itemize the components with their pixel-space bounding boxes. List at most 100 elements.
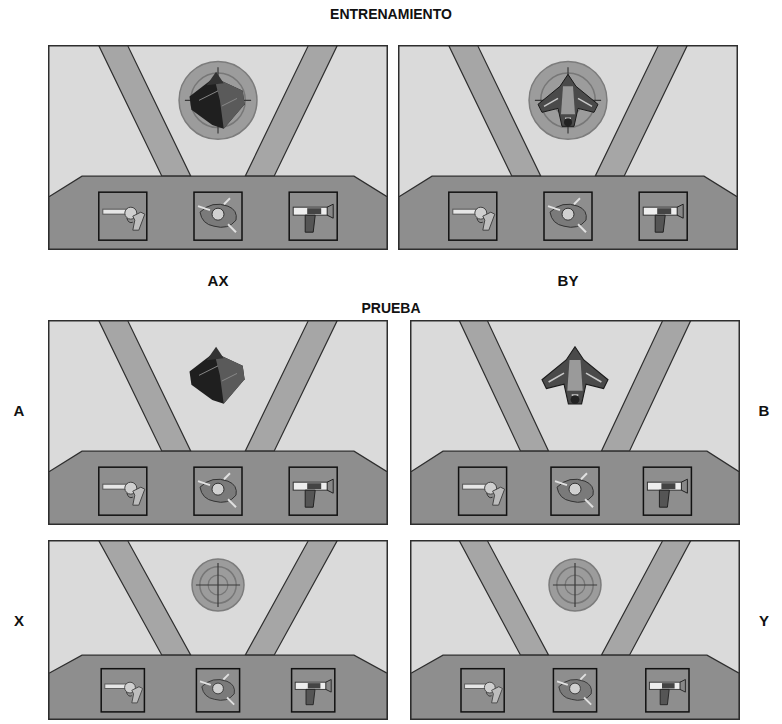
panel-label-holder: A <box>4 402 34 419</box>
console <box>49 655 387 719</box>
gun-icon <box>463 482 505 505</box>
screen-panel: A <box>48 320 388 525</box>
panel-illustration <box>410 540 740 720</box>
weapon-box <box>101 669 144 712</box>
panel-ground <box>49 46 388 250</box>
weapon-box <box>646 669 689 712</box>
window-strut <box>245 46 337 176</box>
gun-muzzle <box>677 204 683 218</box>
ship-cockpit <box>567 360 582 391</box>
gun-grip <box>483 212 495 230</box>
gun-stripe <box>308 683 321 688</box>
weapon-slot <box>459 467 507 515</box>
weapon-box <box>449 192 497 240</box>
gun-detail <box>198 473 236 507</box>
gun-icon <box>647 479 687 507</box>
weapon-box <box>289 467 337 515</box>
gun-grip <box>133 212 145 230</box>
console <box>49 176 387 249</box>
gun-core <box>213 683 224 694</box>
gun-grip <box>305 215 315 232</box>
window-strut <box>460 321 549 451</box>
crosshair <box>185 67 251 133</box>
weapon-box <box>544 192 592 240</box>
ship-hull <box>190 78 245 129</box>
panel-illustration <box>410 320 740 525</box>
screen-panel: AX <box>48 45 388 250</box>
gun-detail <box>548 198 586 232</box>
panel-ground <box>399 46 738 250</box>
gun-grip <box>132 687 143 703</box>
window-strut <box>449 46 541 176</box>
gun-barrel <box>295 682 329 689</box>
target-disc <box>179 61 257 139</box>
target-reticle <box>179 61 257 139</box>
gun-icon <box>200 674 235 705</box>
gun-icon <box>103 207 145 230</box>
ship-a <box>190 347 245 404</box>
crosshair <box>196 563 240 607</box>
gun-icon <box>453 207 495 230</box>
panel-label: X <box>4 612 34 629</box>
panel-label-holder: B <box>752 402 776 419</box>
gun-icon <box>557 674 592 705</box>
window-strut <box>245 321 337 451</box>
panel-label: BY <box>398 272 738 289</box>
gun-trigger <box>127 493 133 498</box>
gun-detail <box>557 674 591 705</box>
weapon-box <box>459 467 507 515</box>
gun-grip <box>659 490 669 507</box>
screen-panel: BY <box>398 45 738 250</box>
section-heading-holder: PRUEBA <box>0 300 782 316</box>
weapon-box <box>643 467 691 515</box>
console <box>49 451 387 524</box>
gun-muzzle <box>680 680 685 693</box>
panel-label: B <box>752 402 776 419</box>
gun-grip <box>306 689 315 704</box>
window-strut <box>99 321 191 451</box>
window-strut <box>595 46 687 176</box>
gun-barrel <box>643 207 681 215</box>
window-strut <box>601 321 690 451</box>
weapon-slot <box>194 467 242 515</box>
console <box>399 176 737 249</box>
gun-core <box>212 208 224 220</box>
gun-icon <box>555 473 593 507</box>
panel-label: Y <box>752 612 776 629</box>
diagram-title: ENTRENAMIENTO <box>0 6 782 22</box>
gun-icon <box>293 204 333 232</box>
window-strut <box>601 541 690 655</box>
window-strut <box>460 541 549 655</box>
gun-barrel <box>293 207 331 215</box>
weapon-slot <box>449 192 497 240</box>
panel-illustration <box>48 540 388 720</box>
ship-hull-light <box>214 353 244 404</box>
weapon-box <box>553 669 596 712</box>
weapon-slot <box>196 669 239 712</box>
gun-grip <box>660 689 669 704</box>
gun-detail <box>200 674 234 705</box>
gun-grip <box>133 487 145 505</box>
console <box>411 451 739 524</box>
gun-trigger <box>127 218 133 223</box>
gun-detail <box>555 473 593 507</box>
gun-grip <box>305 490 315 507</box>
panel-illustration <box>48 45 388 250</box>
panel-label-holder: X <box>4 612 34 629</box>
panel-label-holder: AX <box>48 272 388 289</box>
weapon-slot <box>643 467 691 515</box>
gun-stripe <box>661 483 675 489</box>
gun-icon <box>105 682 143 703</box>
screen-panel: Y <box>410 540 740 720</box>
ship-hull-light <box>214 78 244 129</box>
window-strut <box>99 46 191 176</box>
crosshair <box>535 67 601 133</box>
panel-illustration <box>398 45 738 250</box>
gun-grip <box>655 215 665 232</box>
target-reticle <box>192 559 244 611</box>
gun-trigger <box>487 493 493 498</box>
ship-hull <box>538 74 598 126</box>
gun-trigger <box>477 218 483 223</box>
gun-stripe <box>307 483 321 489</box>
gun-grip <box>492 687 503 703</box>
